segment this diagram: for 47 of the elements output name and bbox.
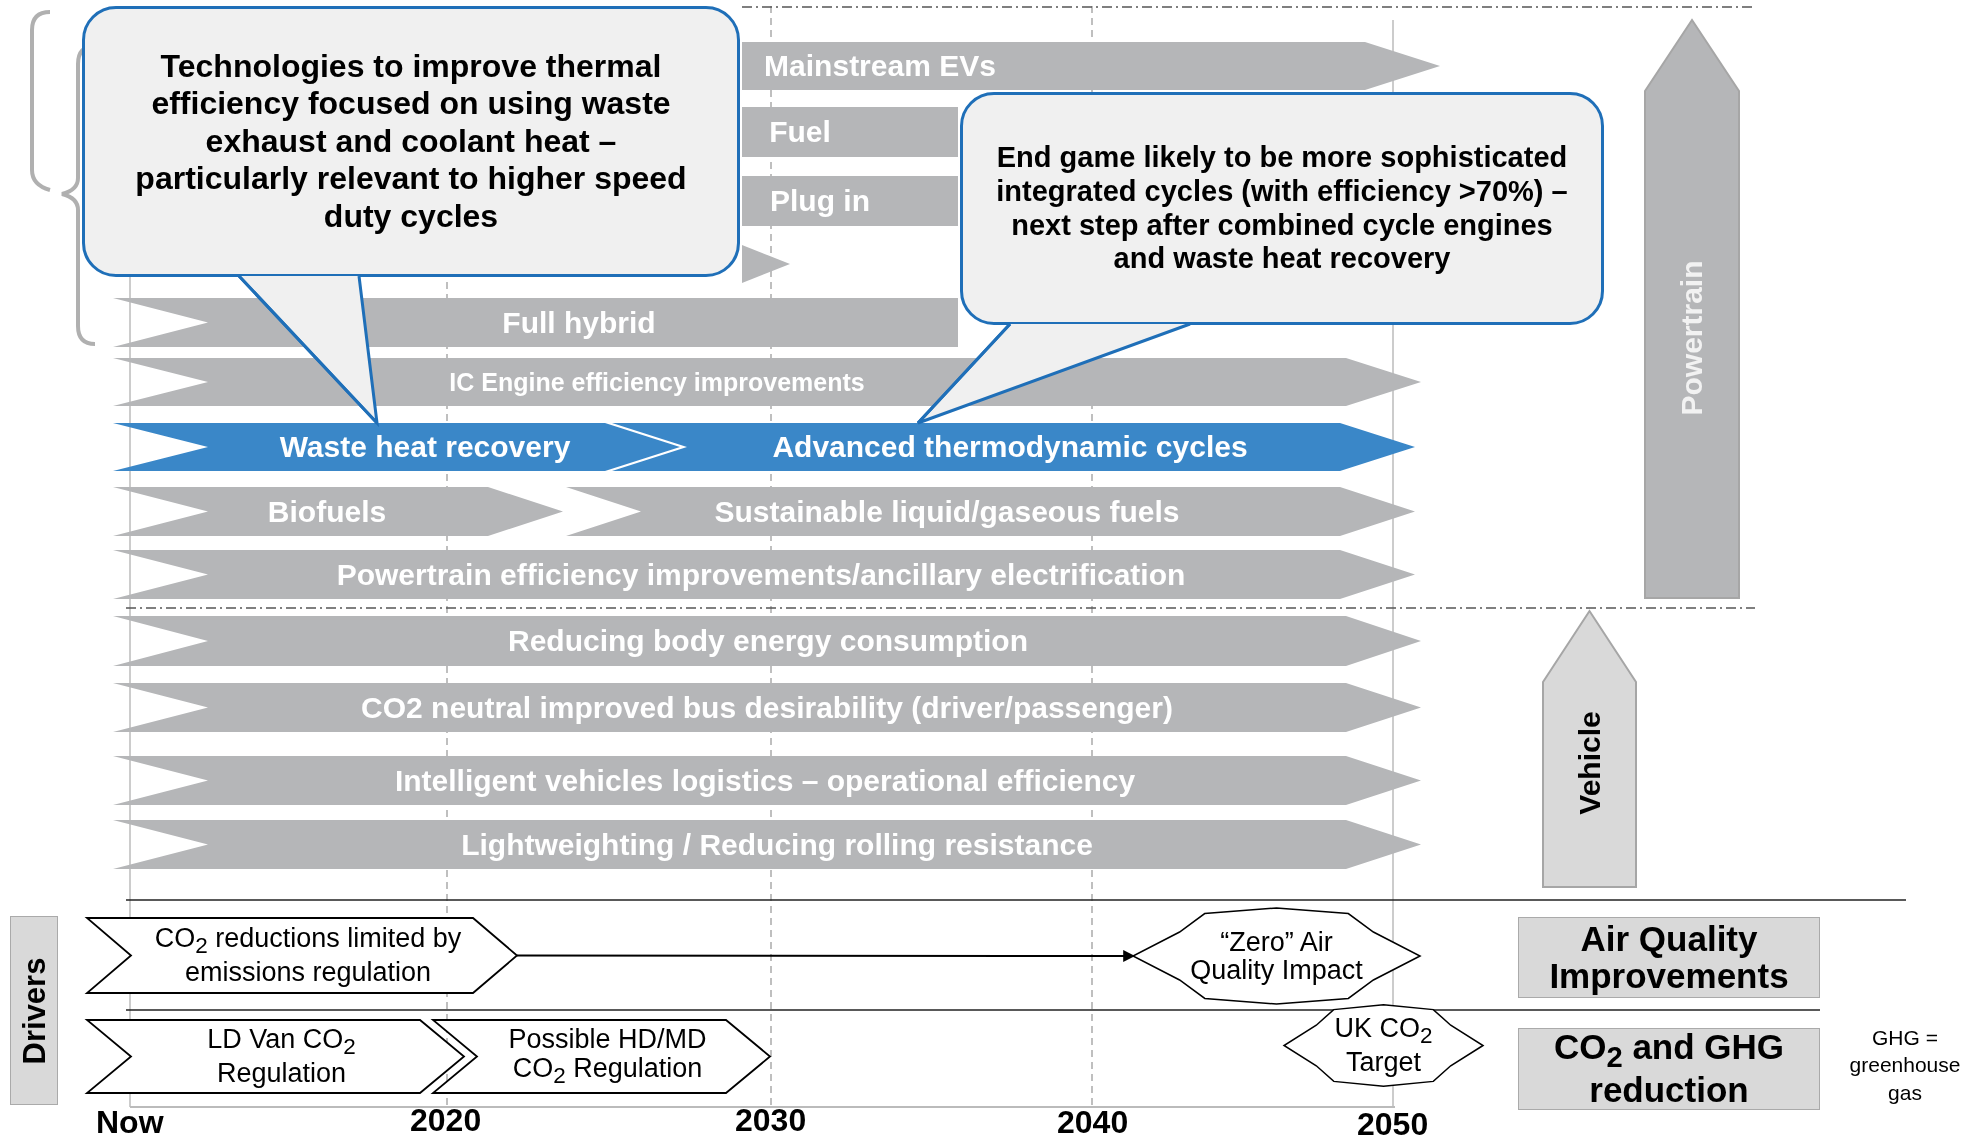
- star-text: “Zero” Air Quality Impact: [1189, 927, 1364, 985]
- arrow-label: Vehicle: [1574, 711, 1605, 815]
- chevron-band: [742, 107, 958, 157]
- chevron-text: LD Van CO$_{2}$ Regulation: [206, 1024, 357, 1089]
- category-banner: [1542, 610, 1637, 888]
- axis-tick-label: 2050: [1357, 1108, 1429, 1140]
- axis-tick-label: 2040: [1057, 1106, 1129, 1138]
- side-label-box: [10, 916, 58, 1105]
- chevron-box: [432, 1019, 771, 1094]
- chevron-band: [742, 42, 1440, 90]
- star-text: UK CO$_{2}$ Target: [1333, 1014, 1434, 1077]
- band-label: Lightweighting / Reducing rolling resistance: [461, 829, 1093, 860]
- band-label: Reducing body energy consumption: [508, 626, 1028, 656]
- star-shape: [1283, 1003, 1484, 1088]
- category-banner: [1644, 19, 1740, 599]
- band-label: Powertrain efficiency improvements/ancillary electrification: [336, 559, 1186, 590]
- chevron-text: CO$_{2}$ reductions limited by emissions regulation: [153, 923, 463, 988]
- band-label: Sustainable liquid/gaseous fuels: [714, 496, 1180, 527]
- band-label: Plug in: [770, 186, 870, 216]
- star-shape: [1132, 906, 1421, 1006]
- axis-tick-label: 2020: [410, 1104, 482, 1136]
- arrow-label: Powertrain: [1677, 260, 1707, 416]
- category-box: [1518, 1028, 1820, 1110]
- callout-text: Technologies to improve thermal efficiency focused on using waste exhaust and coolant heat – particularly relevant to higher speed duty cycles: [134, 47, 688, 236]
- category-text: CO$_{2}$ and GHG reduction: [1552, 1028, 1786, 1110]
- chevron-box: [86, 917, 518, 994]
- axis-tick-label: 2030: [735, 1104, 807, 1136]
- band-label: Waste heat recovery: [279, 432, 571, 462]
- category-box: [1518, 917, 1820, 998]
- band-label: Biofuels: [267, 496, 387, 527]
- chevron-text: Possible HD/MD CO$_{2}$ Regulation: [507, 1024, 708, 1089]
- arrow: [516, 950, 1136, 962]
- leader-line: [916, 322, 1012, 425]
- callout-text: End game likely to be more sophisticated integrated cycles (with efficiency >70%) – next step after combined cycle engines and waste heat recovery: [995, 140, 1569, 277]
- chevron-band: [742, 176, 958, 226]
- band-label: Fuel: [769, 117, 831, 147]
- category-text: Air Quality Improvements: [1548, 920, 1790, 995]
- chevron-box: [86, 1019, 465, 1094]
- axis-tick-label: Now: [96, 1106, 164, 1138]
- band-label: Advanced thermodynamic cycles: [772, 432, 1248, 462]
- band-label: Full hybrid: [502, 307, 656, 338]
- side-label: Drivers: [18, 957, 50, 1064]
- band-label: Mainstream EVs: [764, 51, 996, 81]
- note-text: GHG = greenhouse gas: [1848, 1025, 1962, 1106]
- band-label: Intelligent vehicles logistics – operational efficiency: [394, 765, 1136, 796]
- band-label: CO2 neutral improved bus desirability (driver/passenger): [361, 692, 1173, 723]
- band-label: IC Engine efficiency improvements: [449, 369, 865, 395]
